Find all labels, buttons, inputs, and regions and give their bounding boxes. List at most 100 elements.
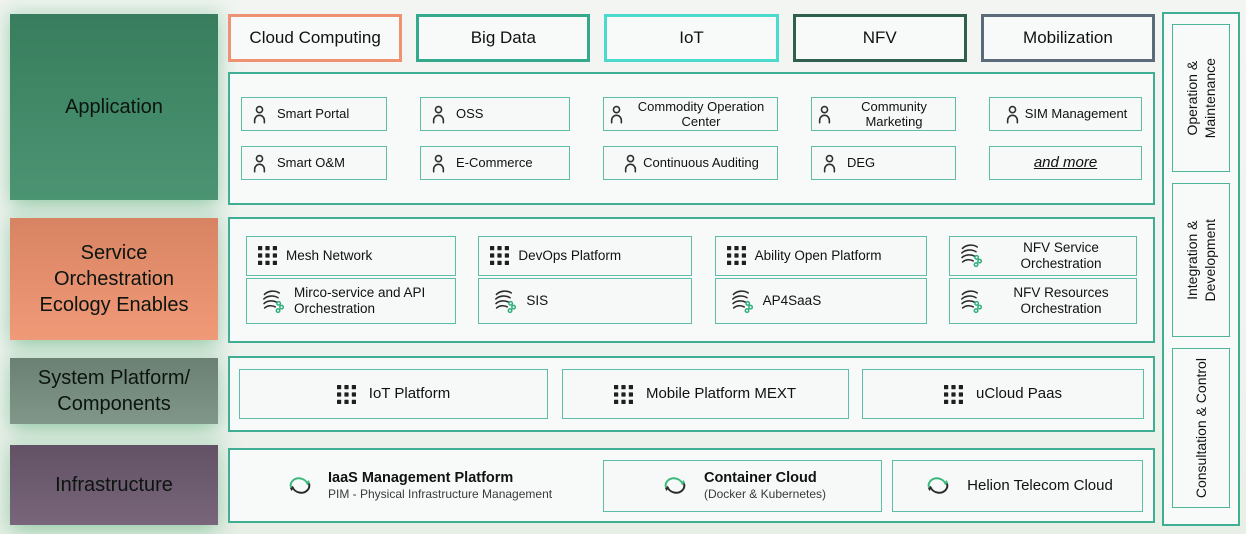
tab-label: Big Data <box>470 28 536 47</box>
person-icon <box>430 105 447 124</box>
grid-icon <box>727 246 746 265</box>
svc-item-devops-platform: DevOps Platform <box>478 236 693 276</box>
item-label: Commodity Operation Center <box>637 98 765 129</box>
rail-label: Consultation & Control <box>1192 357 1209 499</box>
row-label-text: System Platform/ Components <box>37 367 191 415</box>
item-label: OSS <box>456 106 484 122</box>
rail-integration-development: Integration & Development <box>1172 183 1230 337</box>
app-item-smart-oandm: Smart O&M <box>241 146 387 180</box>
application-row-2: Smart O&M E-Commerce Continuous Auditing… <box>241 146 1142 180</box>
grid-icon <box>944 385 963 404</box>
item-label: E-Commerce <box>456 155 533 171</box>
tab-label: NFV <box>862 28 897 47</box>
person-icon <box>821 154 838 173</box>
grid-icon <box>337 385 356 404</box>
app-item-sim-management: SIM Management <box>989 97 1142 131</box>
cloud-sync-icon <box>284 474 316 497</box>
svc-item-nfv-service-orchestration: NFV Service Orchestration <box>948 236 1137 276</box>
infra-item-helion-telecom-cloud: Helion Telecom Cloud <box>892 459 1143 512</box>
tab-mobilization: Mobilization <box>980 14 1156 62</box>
application-panel: Smart Portal OSS Commodity Operation Cen… <box>228 72 1155 205</box>
rail-label: Integration & Development <box>1183 218 1218 302</box>
row-label-text: Infrastructure <box>55 474 173 496</box>
item-title: Container Cloud <box>703 469 817 486</box>
app-item-and-more: and more <box>989 146 1142 180</box>
row-label-text: Service Orchestration Ecology Enables <box>39 242 189 316</box>
infra-item-iaas-management-platform: IaaS Management Platform PIM - Physical … <box>284 469 552 502</box>
grid-icon <box>490 246 509 265</box>
item-label: DevOps Platform <box>518 247 622 263</box>
item-label: SIS <box>526 293 549 309</box>
orchestration-swirl-icon <box>727 288 754 315</box>
service-row-2: Mirco-service and API Orchestration SIS … <box>246 278 1137 324</box>
system-row: IoT Platform Mobile Platform MEXT uCloud… <box>239 369 1144 419</box>
person-icon <box>1004 105 1021 124</box>
svc-item-ability-open-platform: Ability Open Platform <box>714 236 927 276</box>
infrastructure-panel: IaaS Management Platform PIM - Physical … <box>228 448 1155 523</box>
sys-item-iot-platform: IoT Platform <box>239 369 548 419</box>
svc-item-mesh-network: Mesh Network <box>246 236 456 276</box>
row-label-system-platform: System Platform/ Components <box>10 358 218 424</box>
cloud-sync-icon <box>922 474 954 497</box>
app-item-oss: OSS <box>420 97 570 131</box>
item-subtitle: (Docker & Kubernetes) <box>703 487 827 502</box>
row-label-service-orchestration: Service Orchestration Ecology Enables <box>10 218 218 340</box>
item-label: Mesh Network <box>286 247 373 263</box>
app-item-e-commerce: E-Commerce <box>420 146 570 180</box>
app-item-continuous-auditing: Continuous Auditing <box>603 146 778 180</box>
person-icon <box>430 154 447 173</box>
tab-label: Cloud Computing <box>249 28 381 47</box>
orchestration-swirl-icon <box>490 288 517 315</box>
svc-item-sis: SIS <box>478 278 693 324</box>
grid-icon <box>614 385 633 404</box>
item-label: NFV Service Orchestration <box>1020 240 1102 271</box>
person-icon <box>251 105 268 124</box>
svc-item-ap4saas: AP4SaaS <box>714 278 927 324</box>
right-rail: Operation & Maintenance Integration & De… <box>1162 12 1240 526</box>
orchestration-swirl-icon <box>956 288 983 315</box>
sys-item-mobile-platform-mext: Mobile Platform MEXT <box>561 369 849 419</box>
sys-item-ucloud-paas: uCloud Paas <box>862 369 1144 419</box>
domain-tabs: Cloud Computing Big Data IoT NFV Mobiliz… <box>228 14 1156 62</box>
system-platform-panel: IoT Platform Mobile Platform MEXT uCloud… <box>228 356 1155 432</box>
tab-cloud-computing: Cloud Computing <box>228 14 403 62</box>
item-label: AP4SaaS <box>762 293 822 309</box>
svc-item-microservice-api-orchestration: Mirco-service and API Orchestration <box>246 278 456 324</box>
app-item-commodity-operation-center: Commodity Operation Center <box>603 97 778 131</box>
item-subtitle: PIM - Physical Infrastructure Management <box>328 487 553 502</box>
person-icon <box>608 105 625 124</box>
person-icon <box>251 154 268 173</box>
item-title: IaaS Management Platform <box>328 469 514 486</box>
item-label: Community Marketing <box>861 98 927 129</box>
infrastructure-row: IaaS Management Platform PIM - Physical … <box>240 459 1143 512</box>
row-label-application: Application <box>10 14 218 200</box>
tab-iot: IoT <box>604 14 779 62</box>
tab-label: IoT <box>679 28 704 47</box>
application-row-1: Smart Portal OSS Commodity Operation Cen… <box>241 97 1142 131</box>
orchestration-swirl-icon <box>258 288 285 315</box>
person-icon <box>622 154 639 173</box>
orchestration-swirl-icon <box>956 242 983 269</box>
item-label: Smart Portal <box>277 106 350 122</box>
infra-item-container-cloud: Container Cloud (Docker & Kubernetes) <box>603 459 882 512</box>
item-label: Smart O&M <box>277 155 345 171</box>
service-orchestration-panel: Mesh Network DevOps Platform Ability Ope… <box>228 217 1155 343</box>
rail-label: Operation & Maintenance <box>1183 57 1219 139</box>
person-icon <box>816 105 833 124</box>
item-label: Mobile Platform MEXT <box>645 385 797 403</box>
item-label: Ability Open Platform <box>754 247 882 263</box>
cloud-sync-icon <box>659 474 691 497</box>
item-label: NFV Resources Orchestration <box>1013 285 1109 316</box>
service-row-1: Mesh Network DevOps Platform Ability Ope… <box>246 236 1137 276</box>
app-item-smart-portal: Smart Portal <box>241 97 387 131</box>
item-label: SIM Management <box>1024 106 1128 122</box>
item-label: DEG <box>847 155 876 171</box>
tab-label: Mobilization <box>1023 28 1113 47</box>
tab-big-data: Big Data <box>416 14 591 62</box>
item-label: uCloud Paas <box>976 385 1062 403</box>
item-label: IoT Platform <box>368 385 451 403</box>
app-item-deg: DEG <box>811 146 956 180</box>
item-label: Helion Telecom Cloud <box>967 476 1113 494</box>
rail-operation-maintenance: Operation & Maintenance <box>1172 24 1230 172</box>
